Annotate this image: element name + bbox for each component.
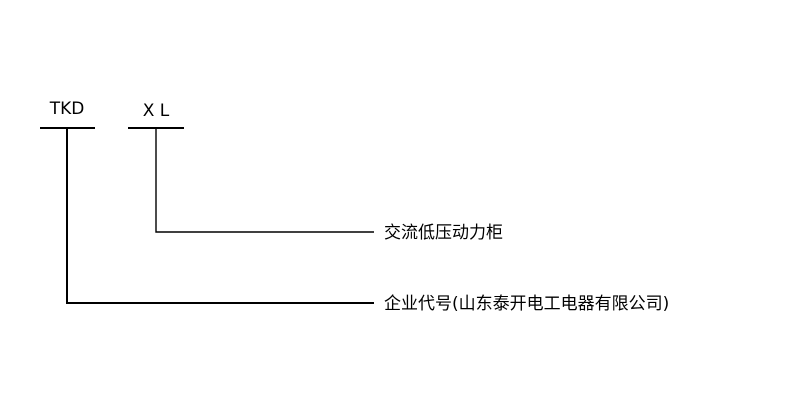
type-description: 交流低压动力柜 xyxy=(384,223,503,243)
series-description: 企业代号(山东泰开电工电器有限公司) xyxy=(384,294,669,314)
type-leader-line xyxy=(155,128,374,233)
series-leader-line xyxy=(66,128,374,304)
type-code-label: X L xyxy=(143,101,170,121)
series-code-label: TKD xyxy=(49,99,85,119)
